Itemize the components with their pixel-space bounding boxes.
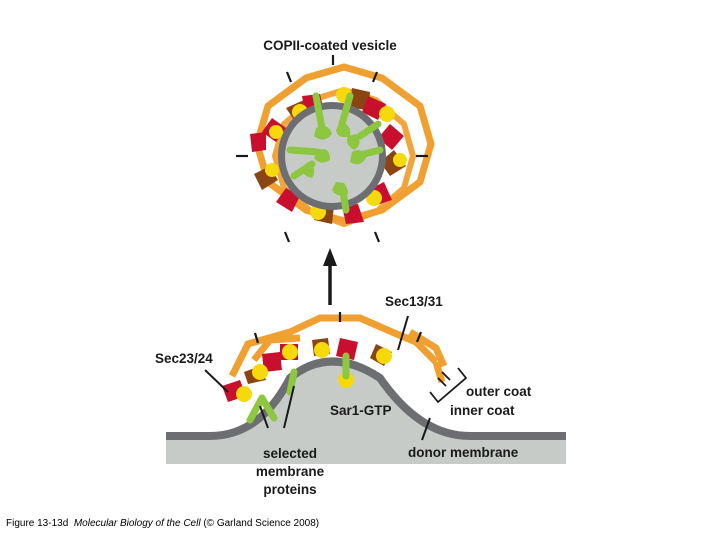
selected-label-line2: membrane (256, 464, 325, 479)
outer-coat-label: outer coat (466, 384, 532, 399)
sec13-31-label: Sec13/31 (385, 294, 443, 309)
vesicle-lumen (285, 109, 379, 203)
caption-book: Molecular Biology of the Cell (73, 518, 201, 529)
coat-tick-marks-bud (253, 312, 423, 344)
cargo-proteins-bud (246, 352, 350, 424)
caption-prefix: Figure 13-13d (6, 518, 69, 529)
coat-tick-marks (236, 55, 428, 243)
coat-bracket (429, 367, 468, 404)
budding-arrow (323, 248, 337, 305)
title-label: COPII-coated vesicle (263, 38, 397, 53)
figure-caption: Figure 13-13d Molecular Biology of the C… (6, 518, 319, 529)
inner-coat-label: inner coat (450, 403, 515, 418)
cargo-heads-vesicle (302, 122, 366, 196)
donor-membrane-label: donor membrane (408, 445, 519, 460)
sar1-gtp-label: Sar1-GTP (330, 403, 392, 418)
selected-label-line1: selected (263, 446, 317, 461)
sec23-24-label: Sec23/24 (155, 351, 213, 366)
caption-suffix: (© Garland Science 2008) (203, 518, 320, 529)
sar1-dots-bud (236, 342, 392, 402)
donor-membrane-region (166, 312, 566, 464)
coated-vesicle (236, 55, 435, 243)
selected-label-line3: proteins (263, 482, 316, 497)
outer-coat-ring-inner (271, 86, 417, 228)
pointer-lines (204, 315, 431, 441)
